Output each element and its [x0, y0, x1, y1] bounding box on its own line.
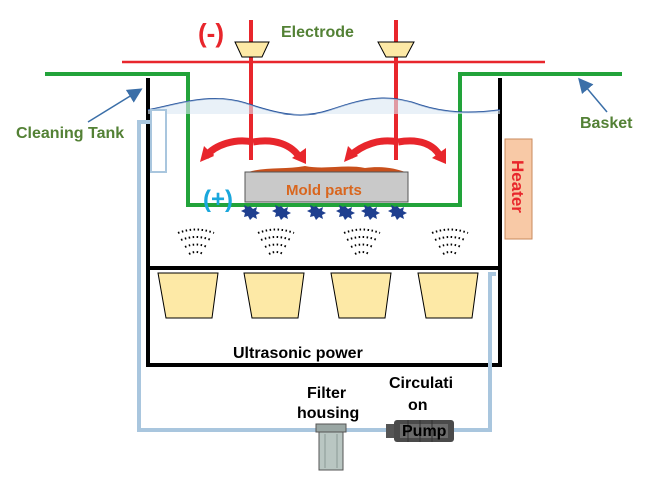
electrode-clamp-right-icon [377, 41, 415, 58]
flow-arrow-head-1-icon [200, 146, 214, 162]
wave-1-icon [177, 228, 215, 255]
flow-arrow-right-a-icon [347, 137, 399, 159]
transducer-2 [243, 272, 305, 319]
basket-label: Basket [580, 115, 633, 132]
heater [504, 138, 533, 240]
circulation-pipe [137, 120, 496, 432]
bubble-1-icon [241, 205, 260, 220]
bubble-5-icon [361, 205, 380, 220]
wave-4-icon [431, 228, 469, 255]
basket-outline [45, 72, 622, 207]
ultrasonic-waves [177, 228, 469, 255]
ultrasonic-power-label: Ultrasonic power [233, 345, 363, 362]
pump-label-line3: Pump [402, 423, 447, 440]
bubble-2-icon [272, 205, 291, 220]
filter-label-line2: housing [297, 405, 359, 422]
mold-residue [245, 166, 408, 173]
pump-label-line1: Circulati [389, 375, 453, 392]
heater-label: Heater [508, 160, 527, 213]
bubble-3-icon [307, 205, 326, 220]
electrode-label: Electrode [281, 24, 354, 41]
plus-label: (+) [203, 186, 233, 213]
mold-parts-label: Mold parts [286, 182, 362, 199]
flow-arrow-head-4-icon [432, 148, 446, 164]
cleaning-tank-arrow [87, 88, 143, 123]
transducer-3 [330, 272, 392, 319]
mold-parts [244, 171, 409, 203]
flow-arrow-head-3-icon [344, 146, 358, 162]
flow-arrow-head-2-icon [292, 148, 306, 164]
pump-label-line2: on [408, 397, 428, 414]
cleaning-tank-label: Cleaning Tank [16, 125, 124, 142]
pump-motor-icon [386, 420, 454, 442]
wave-2-icon [257, 228, 295, 255]
transducer-1 [157, 272, 219, 319]
flow-arrow-left-a-icon [203, 137, 254, 159]
transducers [157, 272, 479, 319]
flow-arrow-right-b-icon [397, 137, 444, 158]
pipe-inlet [150, 109, 167, 173]
filter-label-line1: Filter [307, 385, 346, 402]
bubble-6-icon [388, 205, 407, 220]
minus-label: (-) [198, 18, 224, 48]
wave-3-icon [343, 228, 381, 255]
filter-housing-icon [315, 423, 347, 471]
bubble-4-icon [336, 205, 355, 220]
water-surface-fill [148, 98, 500, 115]
transducer-4 [417, 272, 479, 319]
electrode-clamp-left-icon [234, 41, 270, 58]
cavitation-bubbles [241, 205, 407, 220]
cleaning-tank-wall [146, 78, 502, 367]
basket-arrow [578, 77, 608, 113]
flow-arrow-left-b-icon [252, 137, 303, 161]
